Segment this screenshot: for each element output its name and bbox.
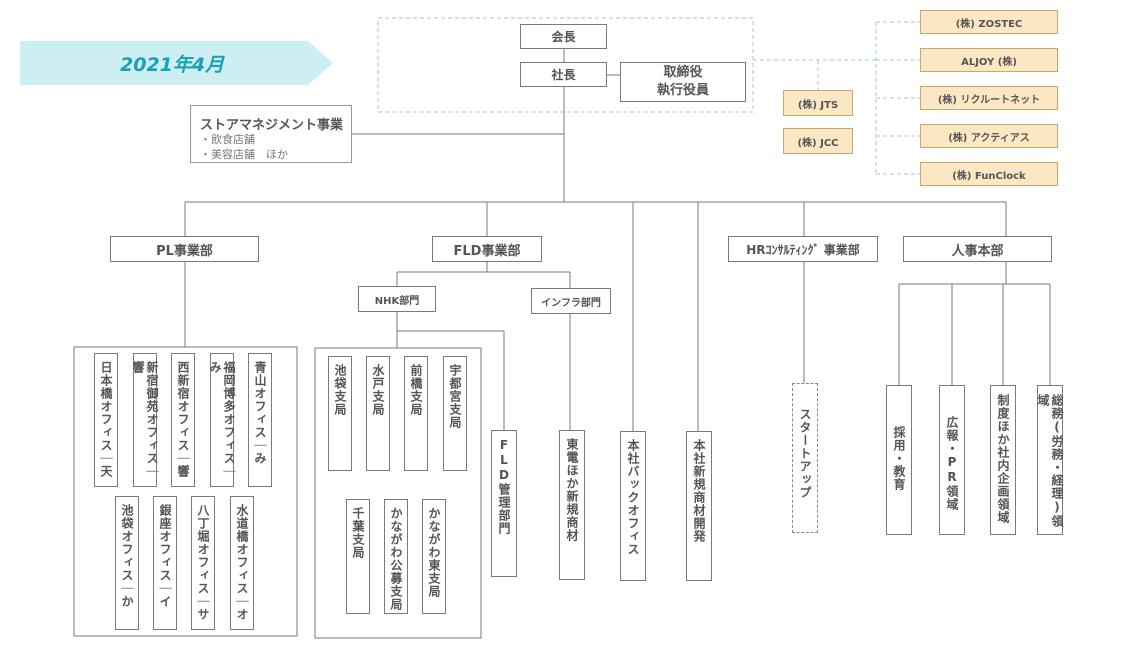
fld-nhk-dept: NHK部門 [358,286,436,312]
affiliate-aljoy: ALJOY (株) [920,48,1058,72]
pl-office-label: 日本橋オフィス｜天 [99,361,113,478]
division-hr: HRｺﾝｻﾙﾃｨﾝｸﾞ 事業部 [728,236,878,262]
pl-office-box: 西新宿オフィス｜響 [171,353,195,487]
nhk-branch-label: 千葉支局 [351,507,365,559]
pl-office-label: 青山オフィス｜み [253,361,267,465]
affiliate-zostec: (株) ZOSTEC [920,10,1058,34]
executives-box: 取締役 執行役員 [620,62,746,102]
nhk-branch-label: 水戸支局 [371,364,385,416]
date-banner-text: 2021年4月 [120,54,225,76]
nhk-branch-box: 水戸支局 [366,356,390,471]
division-pl: PL事業部 [110,236,259,262]
toden-label: 東電ほか新規商材 [565,438,579,542]
nhk-branch-box: 宇都宮支局 [443,356,467,471]
startup-label: スタートアップ [798,408,812,499]
jinji-pr-label: 広報・PR領域 [945,416,959,511]
newdev-box: 本社新規商材開発 [686,431,712,581]
pl-office-box: 池袋オフィス｜か [115,496,139,630]
jinji-pr-box: 広報・PR領域 [939,385,965,535]
affiliate-jts: (株) JTS [783,90,853,116]
backoffice-box: 本社バックオフィス [620,431,646,581]
jinji-general-label: 総務(労務・経理)領域 [1036,394,1064,528]
store-item-2: ・美容店舗 ほか [200,148,288,161]
backoffice-label: 本社バックオフィス [626,439,640,556]
date-banner [20,41,333,85]
pl-office-box: 福岡博多オフィス｜み [208,353,236,487]
pl-office-box: 青山オフィス｜み [248,353,272,487]
president-box: 社長 [520,62,607,87]
pl-office-label: 新宿御苑オフィス｜響 [131,361,159,478]
nhk-branch-label: かながわ東支局 [427,507,441,598]
pl-office-label: 西新宿オフィス｜響 [176,361,190,478]
jinji-recruit-box: 採用・教育 [886,385,912,535]
pl-office-label: 水道橋オフィス｜オ [235,504,249,621]
pl-office-box: 新宿御苑オフィス｜響 [131,353,159,487]
nhk-branch-label: 前橋支局 [409,364,423,416]
pl-office-box: 水道橋オフィス｜オ [230,496,254,630]
nhk-branch-box: かながわ東支局 [422,499,446,614]
nhk-branch-label: 宇都宮支局 [448,364,462,429]
store-item-1: ・飲食店舗 [200,133,255,146]
fld-admin-label: FLD管理部門 [497,438,511,535]
nhk-branch-label: 池袋支局 [333,364,347,416]
pl-office-label: 八丁堀オフィス｜サ [196,504,210,621]
affiliate-recruitnet: (株) リクルートネット [920,86,1058,110]
fld-admin-box: FLD管理部門 [491,430,517,577]
nhk-branch-label: かながわ公募支局 [389,507,403,611]
pl-office-label: 池袋オフィス｜か [120,504,134,608]
jinji-general-box: 総務(労務・経理)領域 [1036,385,1064,535]
jinji-system-box: 制度ほか社内企画領域 [990,385,1016,535]
pl-office-label: 銀座オフィス｜イ [158,504,172,608]
division-fld: FLD事業部 [432,236,542,262]
pl-office-box: 銀座オフィス｜イ [153,496,177,630]
toden-box: 東電ほか新規商材 [559,430,585,580]
fld-infra-dept: インフラ部門 [531,288,611,314]
affiliate-funclock: (株) FunClock [920,162,1058,186]
nhk-branch-box: 前橋支局 [404,356,428,471]
affiliate-jcc: (株) JCC [783,128,853,154]
store-title: ストアマネジメント事業 [200,118,344,133]
pl-office-box: 日本橋オフィス｜天 [94,353,118,487]
store-box [190,105,352,163]
pl-office-label: 福岡博多オフィス｜み [208,361,236,478]
nhk-branch-box: 千葉支局 [346,499,370,614]
pl-office-box: 八丁堀オフィス｜サ [191,496,215,630]
newdev-label: 本社新規商材開発 [692,439,706,543]
startup-box: スタートアップ [792,383,818,533]
jinji-recruit-label: 採用・教育 [892,426,906,491]
executives-line2: 執行役員 [656,83,709,98]
jinji-system-label: 制度ほか社内企画領域 [996,394,1010,524]
executives-line1: 取締役 [663,65,703,80]
chairman-box: 会長 [520,24,607,49]
affiliate-actias: (株) アクティアス [920,124,1058,148]
nhk-branch-box: 池袋支局 [328,356,352,471]
nhk-branch-box: かながわ公募支局 [384,499,408,614]
division-jinji: 人事本部 [903,236,1052,262]
